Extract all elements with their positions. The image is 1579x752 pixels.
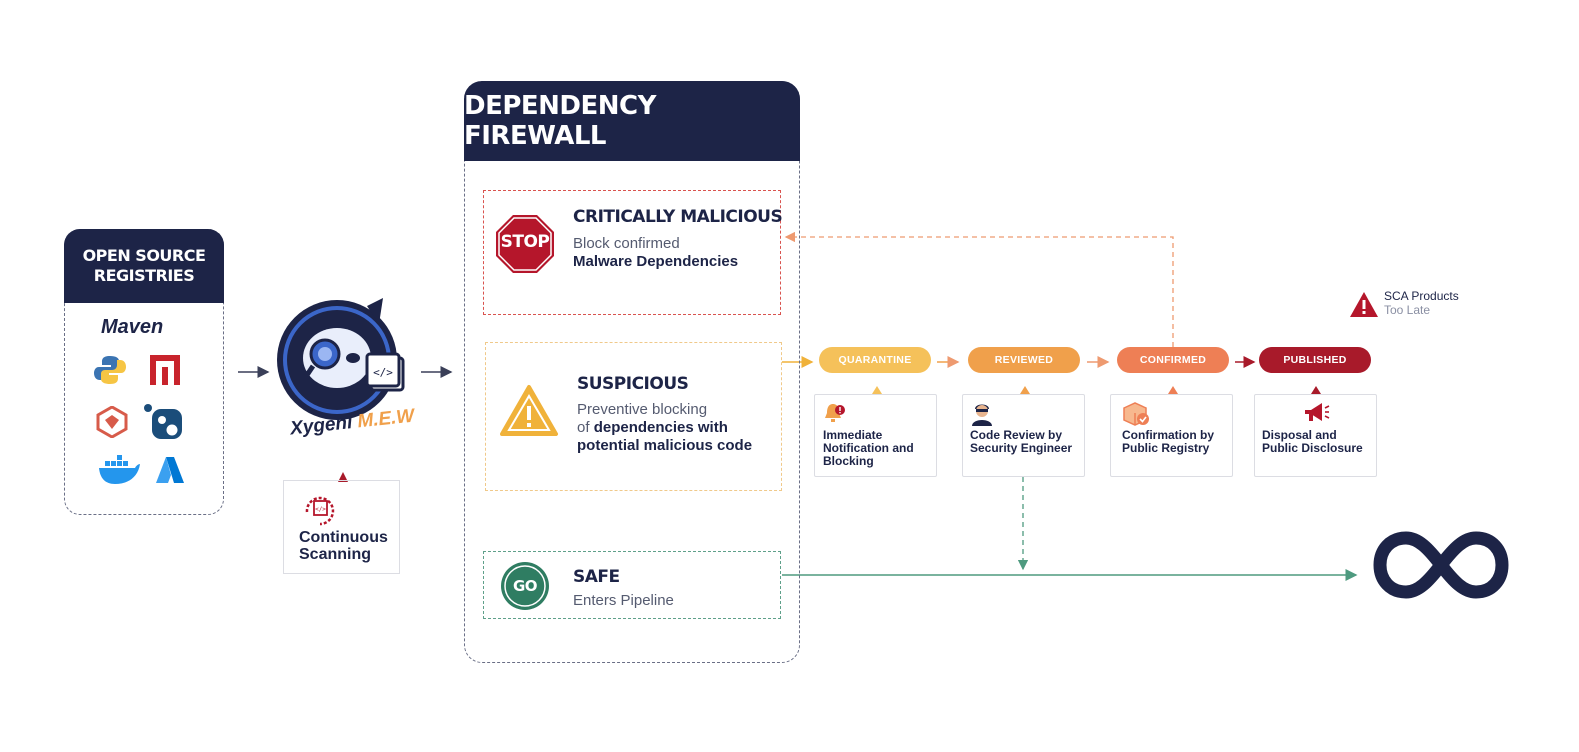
stage-desc-published: Disposal and Public Disclosure	[1262, 428, 1363, 455]
critical-box	[483, 190, 781, 315]
critical-title: CRITICALLY MALICIOUS	[573, 207, 783, 227]
safe-title: SAFE	[573, 567, 620, 587]
registries-title: OPEN SOURCE REGISTRIES	[82, 246, 206, 285]
megaphone-icon	[1302, 400, 1330, 431]
pill-published: PUBLISHED	[1259, 347, 1371, 373]
critical-desc-line1: Block confirmed	[573, 235, 680, 252]
suspicious-desc-line2a: of	[577, 419, 594, 436]
suspicious-desc-line1: Preventive blocking	[577, 401, 708, 418]
suspicious-desc-line3: potential malicious code	[577, 437, 753, 454]
pill-reviewed: REVIEWED	[968, 347, 1080, 373]
suspicious-desc: Preventive blocking of dependencies with…	[577, 401, 752, 455]
python-icon	[93, 354, 127, 391]
critical-desc-line2: Malware Dependencies	[573, 253, 739, 270]
infinity-symbol	[1373, 531, 1509, 599]
suspicious-title: SUSPICIOUS	[577, 374, 689, 394]
package-check-icon	[1122, 401, 1150, 432]
continuous-scanning-card	[283, 480, 400, 574]
stage-desc-confirmed: Confirmation by Public Registry	[1122, 428, 1214, 455]
suspicious-box	[485, 342, 782, 491]
docker-icon	[97, 452, 141, 491]
pill-confirmed: CONFIRMED	[1117, 347, 1229, 373]
go-badge-text: GO	[512, 577, 538, 595]
sca-warning-icon	[1349, 291, 1379, 323]
pill-quarantine: QUARANTINE	[819, 347, 931, 373]
arrow-scan-up	[338, 472, 348, 482]
critical-desc: Block confirmed Malware Dependencies	[573, 235, 738, 271]
product-name: M.E.W	[356, 405, 416, 433]
stage-desc-quarantine: Immediate Notification and Blocking	[823, 428, 914, 468]
firewall-title: DEPENDENCY FIREWALL	[464, 91, 656, 151]
azure-icon	[154, 455, 186, 490]
stop-badge-text: STOP	[500, 232, 550, 252]
arrow-confirmed-to-critical	[784, 231, 1174, 347]
stage-desc-reviewed: Code Review by Security Engineer	[970, 428, 1073, 455]
bell-alert-icon	[823, 401, 847, 430]
engineer-icon	[970, 400, 994, 431]
firewall-header: DEPENDENCY FIREWALL	[464, 81, 800, 161]
safe-desc: Enters Pipeline	[573, 592, 674, 609]
registries-header: OPEN SOURCE REGISTRIES	[64, 229, 224, 303]
sca-subtitle: Too Late	[1384, 303, 1431, 317]
continuous-scanning-label: Continuous Scanning	[299, 529, 388, 563]
nuget-icon	[143, 402, 183, 447]
npm-icon	[149, 354, 181, 391]
warning-icon	[499, 384, 559, 443]
stop-sign-icon	[495, 214, 555, 279]
safe-box	[483, 551, 781, 619]
sca-title: SCA Products	[1384, 289, 1459, 303]
scan-refresh-icon: </>	[299, 490, 341, 533]
svg-text:</>: </>	[373, 366, 393, 379]
suspicious-desc-line2b: dependencies with	[593, 419, 728, 436]
rubygems-icon	[96, 405, 128, 443]
xygeni-mew-mascot: </>	[275, 296, 415, 436]
go-sign-icon	[500, 561, 550, 616]
maven-logo: Maven	[101, 316, 164, 338]
svg-text:</>: </>	[315, 506, 326, 513]
